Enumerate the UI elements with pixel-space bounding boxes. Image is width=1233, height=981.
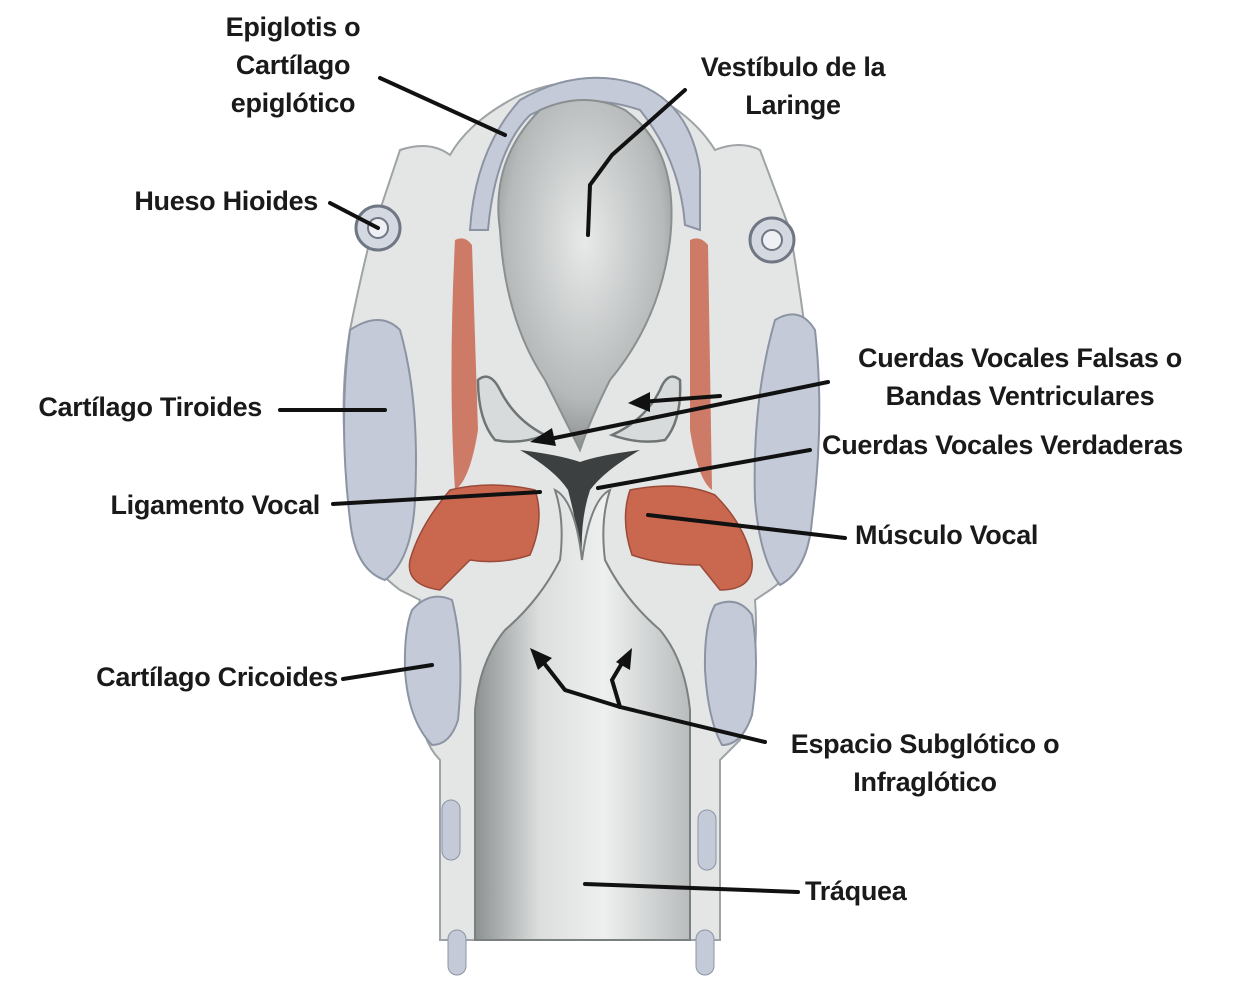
tracheal-ring-right-2 [696,930,714,975]
label-cuerdas-falsas: Cuerdas Vocales Falsas o Bandas Ventricu… [830,339,1210,415]
label-epiglotis: Epiglotis o Cartílago epiglótico [208,8,378,122]
label-tiroides: Cartílago Tiroides [0,388,262,426]
cricoid-cartilage-right [705,602,756,745]
label-cricoides: Cartílago Cricoides [20,658,338,696]
leader-epiglotis [380,78,505,135]
hyoid-bone-right [750,218,794,262]
tracheal-ring-left-2 [448,930,466,975]
tracheal-ring-left-1 [442,800,460,860]
label-vestibulo: Vestíbulo de la Laringe [678,48,908,124]
label-subglotico: Espacio Subglótico o Infraglótico [765,725,1085,801]
cricoid-cartilage-left [405,597,461,745]
label-hioides: Hueso Hioides [60,182,318,220]
thyroid-cartilage-left [344,320,416,580]
label-ligamento: Ligamento Vocal [40,486,320,524]
tracheal-ring-right-1 [698,810,716,870]
label-traquea: Tráquea [805,872,945,910]
label-musculo: Músculo Vocal [855,516,1085,554]
label-cuerdas-verdaderas: Cuerdas Vocales Verdaderas [822,426,1227,464]
